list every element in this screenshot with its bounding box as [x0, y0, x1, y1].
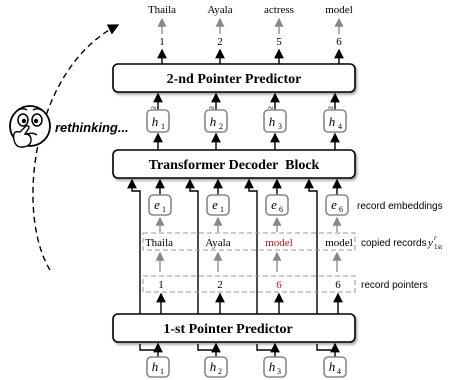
svg-text:6: 6	[279, 205, 283, 214]
record-embeddings-label: record embeddings	[357, 201, 443, 212]
rethinking-loop-arrow	[32, 24, 120, 271]
svg-text:4: 4	[337, 367, 341, 376]
svg-text:h: h	[329, 359, 336, 374]
input-state: h 3	[263, 356, 287, 378]
svg-text:3: 3	[277, 367, 281, 376]
svg-text:h: h	[269, 114, 276, 129]
output-word: Thaila	[148, 4, 176, 16]
skip-connection	[127, 178, 141, 317]
copied-record: Thaila	[145, 237, 173, 249]
output-index: 2	[217, 36, 223, 48]
output-index: 6	[336, 36, 342, 48]
record-pointer: 6	[335, 279, 341, 291]
output-index: 5	[276, 36, 282, 48]
svg-text:6: 6	[339, 205, 343, 214]
svg-text:~: ~	[151, 103, 157, 114]
decoder-state: h ~ 1	[146, 103, 170, 133]
svg-text:e: e	[212, 197, 218, 212]
svg-text:1: 1	[160, 367, 164, 376]
svg-text:h: h	[210, 359, 217, 374]
record-embedding: e 1	[206, 194, 230, 216]
input-branch	[256, 344, 275, 351]
svg-text:2: 2	[218, 367, 222, 376]
svg-text:h: h	[210, 114, 217, 129]
skip-connection	[304, 178, 318, 317]
second-pointer-predictor-box	[112, 63, 356, 93]
transformer-decoder-label: Transformer Decoder Block	[149, 158, 320, 173]
svg-text:h: h	[269, 359, 276, 374]
input-branch	[197, 344, 216, 351]
second-pointer-predictor-label: 2-nd Pointer Predictor	[167, 72, 302, 87]
output-word: model	[325, 4, 353, 16]
svg-text:4: 4	[338, 122, 342, 131]
first-pointer-predictor-box	[112, 313, 356, 343]
svg-text:~: ~	[209, 103, 215, 114]
first-pointer-predictor-label: 1-st Pointer Predictor	[163, 322, 292, 337]
svg-text:e: e	[154, 197, 160, 212]
record-embedding: e 6	[325, 194, 349, 216]
input-branch	[316, 344, 335, 351]
input-state: h 4	[323, 356, 347, 378]
svg-text:1st: 1st	[434, 243, 442, 251]
skip-connection	[185, 178, 199, 317]
svg-text:1: 1	[161, 122, 165, 131]
decoder-state: h ~ 4	[323, 103, 347, 133]
svg-text:r: r	[434, 234, 437, 242]
svg-text:h: h	[329, 114, 336, 129]
svg-text:e: e	[271, 197, 277, 212]
svg-text:2: 2	[219, 122, 223, 131]
svg-text:h: h	[152, 359, 159, 374]
svg-text:3: 3	[278, 122, 282, 131]
svg-text:h: h	[152, 114, 159, 129]
output-word: actress	[264, 4, 294, 16]
svg-text:1: 1	[162, 205, 166, 214]
output-word: Ayala	[207, 4, 232, 16]
input-state: h 1	[146, 356, 170, 378]
record-embedding: e 6	[265, 194, 289, 216]
copied-records-label: copied records	[361, 238, 427, 249]
record-embedding: e 1	[148, 194, 172, 216]
svg-text:1: 1	[220, 205, 224, 214]
output-index: 1	[159, 36, 165, 48]
copied-record: Ayala	[205, 237, 230, 249]
svg-text:~: ~	[328, 103, 334, 114]
record-pointers-label: record pointers	[361, 280, 428, 291]
svg-text:~: ~	[268, 103, 274, 114]
input-state: h 2	[204, 356, 228, 378]
transformer-decoder-block	[112, 149, 356, 179]
svg-text:y: y	[427, 237, 433, 249]
skip-connection	[244, 178, 258, 317]
record-pointer-highlighted: 6	[276, 279, 282, 291]
copied-record: model	[325, 237, 353, 249]
rethinking-label: rethinking...	[55, 120, 129, 135]
record-pointers-box	[142, 275, 356, 293]
record-pointer: 1	[158, 279, 164, 291]
decoder-state: h ~ 3	[263, 103, 287, 133]
input-branch	[139, 344, 158, 351]
copied-record-highlighted: model	[265, 237, 293, 249]
thinking-face-icon	[9, 105, 51, 148]
record-pointer: 2	[217, 279, 223, 291]
svg-text:e: e	[331, 197, 337, 212]
decoder-state: h ~ 2	[204, 103, 228, 133]
copied-records-math: y r 1st	[427, 234, 442, 251]
copied-records-box	[142, 232, 356, 251]
